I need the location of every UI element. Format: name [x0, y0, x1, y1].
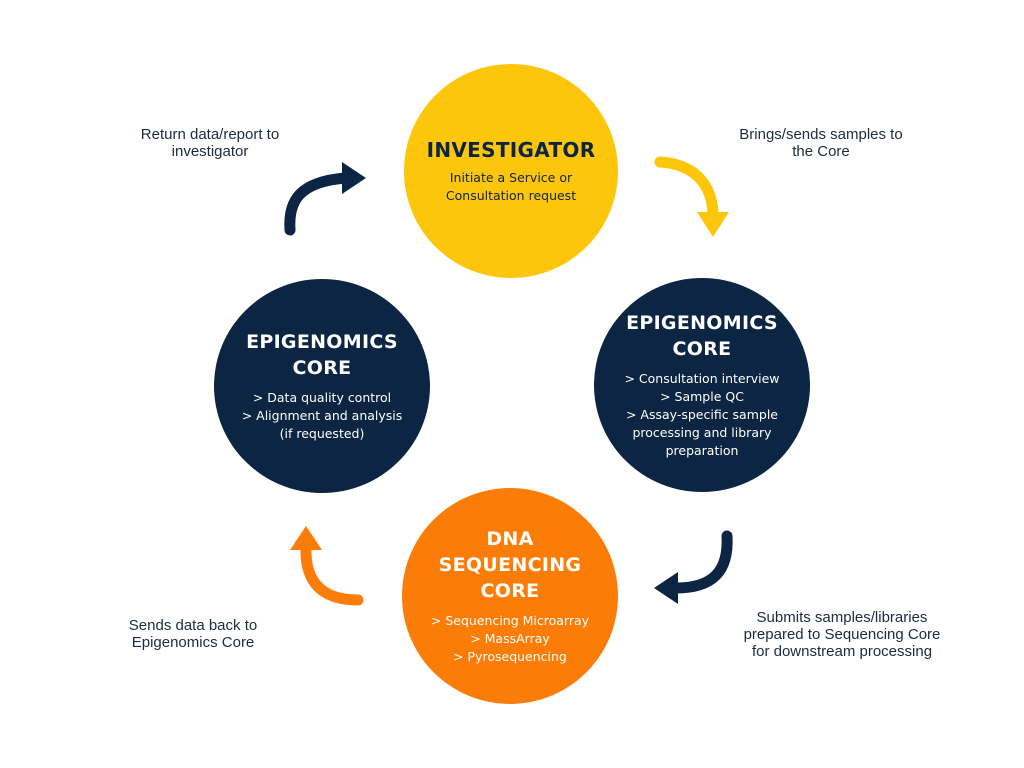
label-line: Submits samples/libraries: [756, 609, 928, 626]
label-line: Epigenomics Core: [131, 634, 255, 651]
investigator-node: INVESTIGATOR Initiate a Service or Consu…: [404, 64, 618, 278]
label-line: the Core: [792, 143, 850, 160]
node-line: > MassArray: [470, 631, 550, 646]
node-title-line: SEQUENCING: [438, 554, 582, 576]
node-description: Initiate a Service or Consultation reque…: [446, 169, 576, 205]
node-line: Initiate a Service or: [449, 170, 573, 185]
node-line: > Data quality control: [252, 390, 392, 405]
submits-arrow: [654, 530, 733, 604]
label-line: investigator: [171, 143, 249, 160]
node-title-line: EPIGENOMICS: [626, 312, 778, 334]
node-line: > Assay-specific sample: [625, 407, 778, 422]
brings-samples-label: Brings/sends samples to the Core: [724, 126, 918, 160]
sends-arrow: [290, 526, 364, 606]
dna-sequencing-core-node: DNA SEQUENCING CORE > Sequencing Microar…: [402, 488, 618, 704]
label-line: for downstream processing: [751, 643, 933, 660]
node-line: > Sequencing Microarray: [430, 613, 590, 628]
submits-samples-label: Submits samples/libraries prepared to Se…: [724, 609, 960, 660]
node-title-line: CORE: [672, 338, 732, 360]
node-line: > Pyrosequencing: [453, 649, 567, 664]
label-line: Sends data back to: [128, 617, 258, 634]
node-line: > Alignment and analysis: [241, 408, 403, 423]
label-line: Brings/sends samples to: [739, 126, 903, 143]
brings-arrow: [654, 156, 729, 237]
label-line: Return data/report to: [140, 126, 280, 143]
node-line: Consultation request: [445, 188, 577, 203]
node-title-line: CORE: [292, 357, 352, 379]
node-title-line: DNA: [486, 528, 534, 550]
node-description: > Data quality control > Alignment and a…: [242, 389, 403, 443]
node-title: DNA SEQUENCING CORE: [439, 526, 582, 604]
node-line: > Sample QC: [660, 389, 744, 404]
node-title: EPIGENOMICS CORE: [626, 310, 778, 362]
node-title-line: CORE: [480, 580, 540, 602]
return-arrow: [284, 162, 366, 236]
sends-data-back-label: Sends data back to Epigenomics Core: [108, 617, 278, 651]
node-title: INVESTIGATOR: [426, 138, 596, 162]
node-title-line: EPIGENOMICS: [246, 331, 398, 353]
epigenomics-core-node-left: EPIGENOMICS CORE > Data quality control …: [214, 279, 430, 493]
node-line: preparation: [665, 443, 739, 458]
node-description: > Sequencing Microarray > MassArray > Py…: [431, 612, 589, 666]
return-data-label: Return data/report to investigator: [128, 126, 292, 160]
label-line: prepared to Sequencing Core: [743, 626, 941, 643]
node-title: EPIGENOMICS CORE: [246, 329, 398, 381]
node-line: (if requested): [279, 426, 365, 441]
node-line: > Consultation interview: [624, 371, 780, 386]
epigenomics-core-node-right: EPIGENOMICS CORE > Consultation intervie…: [594, 278, 810, 492]
node-description: > Consultation interview > Sample QC > A…: [624, 370, 779, 460]
node-line: processing and library: [632, 425, 772, 440]
